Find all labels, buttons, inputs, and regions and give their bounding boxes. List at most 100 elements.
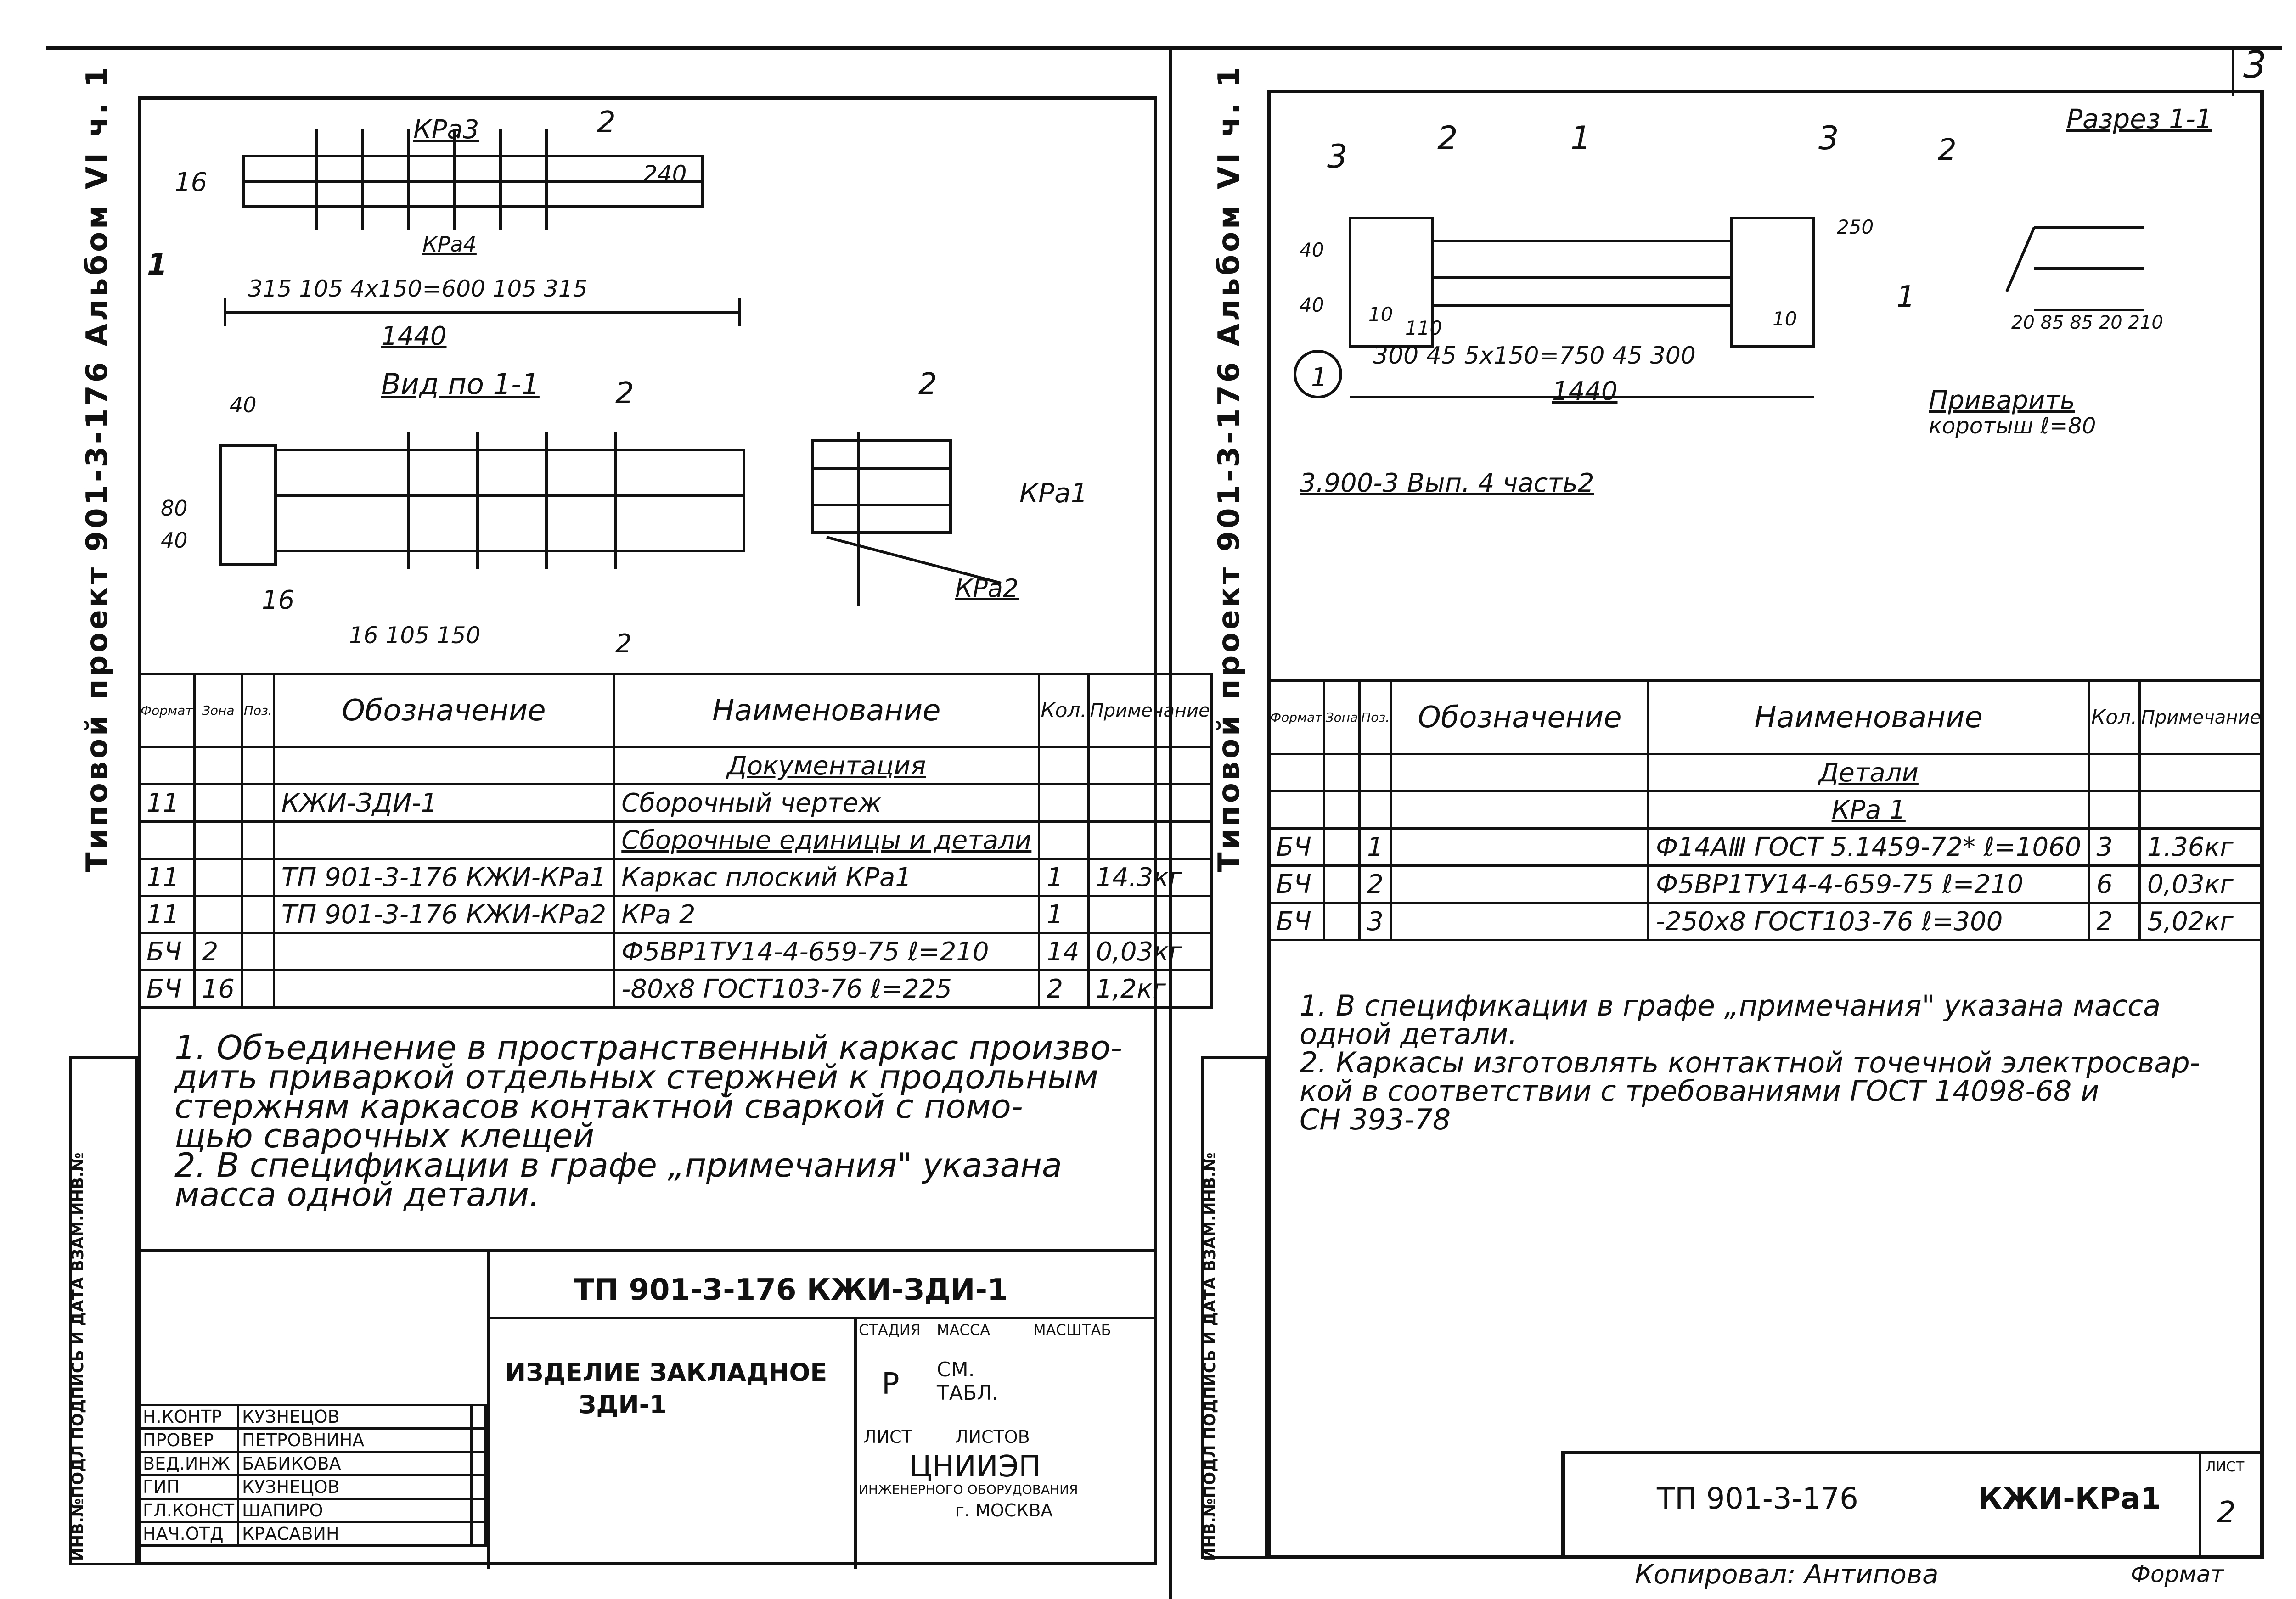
right-spec-table: Формат Зона Поз. Обозначение Наименовани… xyxy=(1267,679,2264,941)
left-name2: ЗДИ-1 xyxy=(579,1390,667,1419)
r-th-name: Наименование xyxy=(1647,679,2090,755)
left-cell xyxy=(272,746,615,785)
left-cell: ТП 901-3-176 КЖИ-КРа2 xyxy=(272,895,615,934)
person-cell: КУЗНЕЦОВ xyxy=(237,1404,473,1430)
org-2: ИНЖЕНЕРНОГО ОБОРУДОВАНИЯ xyxy=(859,1482,1078,1497)
role-cell: ГИП xyxy=(137,1474,240,1500)
left-cell xyxy=(272,820,615,860)
left-drawing xyxy=(219,129,1002,606)
left-cell: 2 xyxy=(193,932,243,971)
signature-cell xyxy=(470,1474,487,1500)
left-row: Документация xyxy=(138,746,1213,785)
right-notes: 1. В спецификации в графе „примечания" у… xyxy=(1300,992,2200,1134)
v16: 16 xyxy=(262,585,295,615)
r-sec-2: 2 xyxy=(1938,133,1957,167)
r-d10b: 10 xyxy=(1773,308,1797,330)
left-cell xyxy=(272,932,615,971)
bottom-dims: 16 105 150 xyxy=(349,622,481,649)
left-cell: Документация xyxy=(613,746,1041,785)
left-name1: ИЗДЕЛИЕ ЗАКЛАДНОЕ xyxy=(505,1358,827,1387)
left-cell xyxy=(193,783,243,823)
left-cell xyxy=(1087,820,1213,860)
left-cell xyxy=(193,858,243,897)
arrow-1: 1 xyxy=(147,248,168,282)
view-label: Вид по 1-1 xyxy=(381,367,540,401)
r-d40: 40 xyxy=(1300,239,1324,261)
th-designation: Обозначение xyxy=(272,673,615,748)
role-cell: ГЛ.КОНСТ xyxy=(137,1498,240,1523)
signature-cell xyxy=(470,1427,487,1453)
left-cell: -80х8 ГОСТ103-76 ℓ=225 xyxy=(613,969,1041,1009)
left-cell: КЖИ-ЗДИ-1 xyxy=(272,783,615,823)
scale-header: МАСШТАБ xyxy=(1033,1321,1111,1339)
section-label: Разрез 1-1 xyxy=(2066,103,2212,135)
r-sec-1: 1 xyxy=(1896,280,1915,314)
r-d40b: 40 xyxy=(1300,294,1324,316)
callout-2c: 2 xyxy=(615,629,632,659)
right-cell xyxy=(1267,790,1325,830)
right-cell: КРа 1 xyxy=(1647,790,2090,830)
right-cell: 3 xyxy=(2088,827,2141,867)
footer-format: Формат xyxy=(2131,1561,2224,1588)
label-kra4: КРа4 xyxy=(422,232,477,257)
right-cell: Детали xyxy=(1647,753,2090,792)
right-cell: Ф14АⅢ ГОСТ 5.1459-72* ℓ=1060 xyxy=(1647,827,2090,867)
right-cell: БЧ xyxy=(1267,827,1325,867)
role-cell: ПРОВЕР xyxy=(137,1427,240,1453)
sheet-header: ЛИСТ xyxy=(863,1427,912,1447)
left-cell: 14 xyxy=(1038,932,1090,971)
right-cell xyxy=(2138,753,2264,792)
right-cell xyxy=(1390,753,1650,792)
right-cell: 2 xyxy=(2088,902,2141,941)
mass-value: СМ. ТАБЛ. xyxy=(937,1358,999,1405)
top-border-line xyxy=(46,46,2282,50)
right-cell: 2 xyxy=(1358,864,1393,904)
left-cell: 16 xyxy=(193,969,243,1009)
left-cell xyxy=(241,746,275,785)
r-d10: 10 xyxy=(1368,303,1393,325)
left-spec-table: Формат Зона Поз. Обозначение Наименовани… xyxy=(138,673,1213,1009)
right-cell: 0,03кг xyxy=(2138,864,2264,904)
right-note-line: кой в соответствии с требованиями ГОСТ 1… xyxy=(1300,1074,2099,1108)
left-cell xyxy=(1087,783,1213,823)
left-cell: 1 xyxy=(1038,895,1090,934)
left-cell: 14.3кг xyxy=(1087,858,1213,897)
left-cell xyxy=(241,932,275,971)
r-sheet-header: ЛИСТ xyxy=(2206,1459,2245,1475)
sheet-number-box xyxy=(2232,46,2234,96)
sec-dims: 20 85 85 20 210 xyxy=(2011,312,2163,333)
left-cell: БЧ xyxy=(138,932,196,971)
label-kra1: КРа1 xyxy=(1019,477,1088,509)
right-cell: 5,02кг xyxy=(2138,902,2264,941)
weld-note: Приварить xyxy=(1929,386,2075,415)
left-title-block: ТП 901-3-176 КЖИ-ЗДИ-1 ИЗДЕЛИЕ ЗАКЛАДНОЕ… xyxy=(137,1249,1157,1569)
person-cell: ШАПИРО xyxy=(237,1498,473,1523)
sheets-header: ЛИСТОВ xyxy=(955,1427,1030,1447)
r-callout-1: 1 xyxy=(1570,119,1591,157)
dim-240: 240 xyxy=(643,161,687,187)
stage-value: Р xyxy=(882,1367,900,1401)
right-cell xyxy=(1322,864,1361,904)
left-cell: Каркас плоский КРа1 xyxy=(613,858,1041,897)
left-cell xyxy=(1087,895,1213,934)
org-3: г. МОСКВА xyxy=(955,1500,1053,1520)
th-zone: Зона xyxy=(193,673,243,748)
weld-note-2: коротыш ℓ=80 xyxy=(1929,413,2096,439)
r-code: ТП 901-3-176 xyxy=(1657,1482,1858,1516)
sheet-number: 3 xyxy=(2243,44,2267,86)
right-cell xyxy=(1390,790,1650,830)
stage-header: СТАДИЯ xyxy=(859,1321,921,1339)
signature-cell xyxy=(470,1521,487,1547)
left-note-line: 1. Объединение в пространственный каркас… xyxy=(174,1028,1123,1067)
right-row: КРа 1 xyxy=(1267,790,2264,830)
r-callout-3a: 3 xyxy=(1327,138,1348,175)
left-cell xyxy=(1038,746,1090,785)
mass-header: МАССА xyxy=(937,1321,990,1339)
